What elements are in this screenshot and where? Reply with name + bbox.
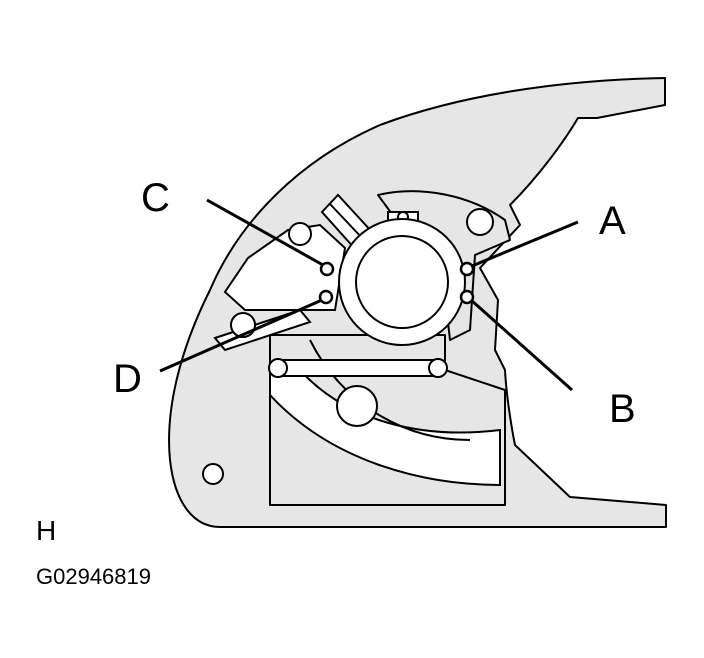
right-plate-hole (466, 208, 494, 236)
mount-hole (202, 463, 224, 485)
callout-c: C (141, 176, 170, 220)
figure-code: G02946819 (36, 564, 151, 589)
left-panel-hole (288, 222, 312, 246)
leader-c (206, 198, 324, 267)
callout-d: D (113, 357, 142, 401)
horizontal-rod (277, 359, 439, 377)
leader-d (159, 298, 323, 373)
figure-letter: H (36, 515, 56, 546)
pin-d (318, 289, 334, 305)
lower-roller (336, 385, 378, 427)
leader-b (470, 298, 573, 392)
rod-end-left (268, 358, 288, 378)
callout-a: A (599, 199, 626, 243)
curved-channel (269, 369, 501, 487)
center-bore (355, 235, 449, 329)
pin-b (459, 289, 475, 305)
pin-c (319, 261, 335, 277)
rod-end-right (428, 358, 448, 378)
left-panel (223, 223, 347, 311)
leader-a (471, 220, 579, 268)
barrel-line (329, 203, 365, 241)
diagonal-link (213, 308, 312, 352)
pin-a (459, 261, 475, 277)
callout-b: B (609, 387, 636, 431)
